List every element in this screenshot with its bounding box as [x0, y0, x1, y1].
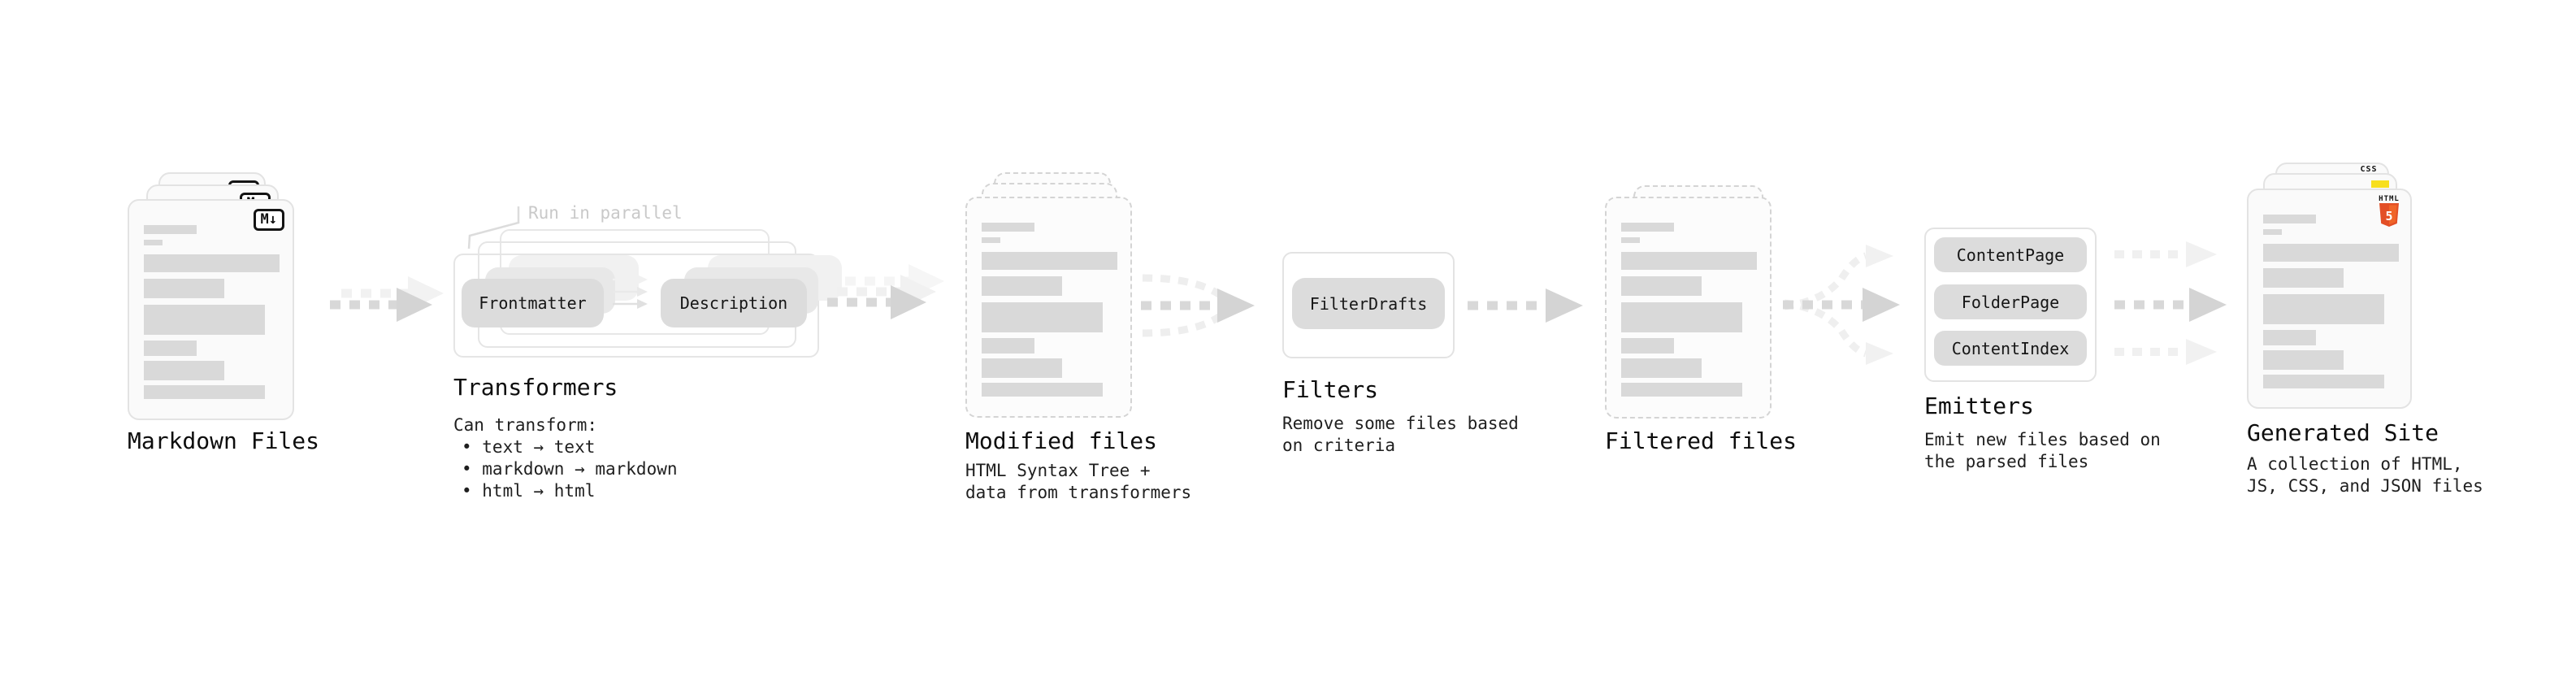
- doc-placeholder-bar: [982, 237, 1000, 243]
- doc-placeholder-bar: [1621, 276, 1702, 296]
- filtered-files-label: Filtered files: [1605, 427, 1798, 454]
- doc-placeholder-bar: [982, 383, 1103, 397]
- doc-placeholder-bar: [1621, 302, 1742, 332]
- doc-placeholder-lines: [1621, 223, 1757, 397]
- flow-arrow-filters-to-filtered: [1468, 288, 1583, 323]
- modified-file-card: [965, 197, 1132, 418]
- doc-placeholder-bar: [1621, 383, 1742, 397]
- js-icon: [2371, 180, 2389, 188]
- doc-placeholder-bar: [2263, 244, 2399, 262]
- transformer-description-pill: Description: [661, 279, 807, 327]
- flow-arrow-markdown-to-transformers: [330, 276, 444, 322]
- transformers-box: [453, 254, 819, 358]
- doc-placeholder-bar: [1621, 223, 1674, 232]
- modified-files-label: Modified files: [965, 427, 1158, 454]
- filters-label: Filters: [1282, 376, 1379, 403]
- doc-placeholder-bar: [982, 252, 1117, 270]
- doc-placeholder-bar: [144, 240, 163, 245]
- emitter-content-index-pill: ContentIndex: [1934, 331, 2087, 366]
- caption-line: Remove some files based: [1282, 414, 1519, 433]
- doc-placeholder-lines: [2263, 215, 2399, 388]
- html5-icon: HTML 5: [2379, 195, 2400, 231]
- caption-bullet: • markdown → markdown: [462, 459, 678, 479]
- flow-arrow-filtered-to-emitters: [1783, 245, 1900, 365]
- doc-placeholder-bar: [144, 385, 265, 399]
- markdown-file-card: M↓: [128, 199, 294, 420]
- html5-icon-label: HTML: [2379, 195, 2400, 203]
- filtered-file-card: [1605, 197, 1772, 419]
- transformers-caption: Can transform: • text → text • markdown …: [453, 414, 678, 502]
- generated-site-caption: A collection of HTML, JS, CSS, and JSON …: [2247, 453, 2483, 497]
- doc-placeholder-bar: [1621, 252, 1757, 270]
- transformer-frontmatter-pill: Frontmatter: [462, 279, 604, 327]
- doc-placeholder-bar: [144, 279, 224, 298]
- filters-caption: Remove some files based on criteria: [1282, 413, 1519, 457]
- modified-files-caption: HTML Syntax Tree + data from transformer…: [965, 460, 1191, 504]
- caption-line: data from transformers: [965, 483, 1192, 502]
- emitter-folder-page-pill: FolderPage: [1934, 284, 2087, 319]
- doc-placeholder-bar: [2263, 215, 2316, 223]
- doc-placeholder-bar: [144, 305, 265, 335]
- markdown-icon: M↓: [253, 209, 284, 231]
- doc-placeholder-bar: [2263, 268, 2344, 288]
- doc-placeholder-bar: [1621, 237, 1640, 243]
- caption-line: A collection of HTML,: [2247, 454, 2463, 474]
- doc-placeholder-lines: [144, 225, 280, 399]
- html5-shield: 5: [2379, 203, 2399, 227]
- doc-placeholder-bar: [982, 338, 1034, 354]
- flow-arrow-emitters-to-generated: [2114, 241, 2227, 365]
- doc-placeholder-bar: [1621, 358, 1702, 378]
- doc-placeholder-lines: [982, 223, 1117, 397]
- caption-line: HTML Syntax Tree +: [965, 461, 1151, 480]
- doc-placeholder-bar: [144, 340, 197, 356]
- doc-placeholder-bar: [2263, 330, 2316, 345]
- parallel-mini-arrows: [613, 275, 648, 309]
- filter-drafts-pill: FilterDrafts: [1292, 278, 1445, 329]
- generated-file-card-html: HTML 5: [2247, 189, 2412, 409]
- run-in-parallel-callout: Run in parallel: [528, 203, 683, 223]
- caption-line: the parsed files: [1924, 452, 2089, 471]
- emitters-label: Emitters: [1924, 393, 2034, 419]
- caption-bullet: • html → html: [462, 481, 596, 501]
- generated-site-label: Generated Site: [2247, 419, 2439, 446]
- caption-bullet: • text → text: [462, 437, 596, 457]
- doc-placeholder-bar: [982, 276, 1062, 296]
- markdown-files-label: Markdown Files: [128, 427, 320, 454]
- flow-arrow-modified-to-filters: [1141, 274, 1255, 337]
- callout-leader-line: [467, 206, 520, 249]
- doc-placeholder-bar: [982, 358, 1062, 378]
- doc-placeholder-bar: [2263, 350, 2344, 370]
- caption-line: Emit new files based on: [1924, 430, 2161, 449]
- doc-placeholder-bar: [144, 361, 224, 380]
- doc-placeholder-bar: [2263, 294, 2384, 324]
- transformers-label: Transformers: [453, 374, 618, 401]
- css-icon-label: CSS: [2360, 165, 2378, 174]
- doc-placeholder-bar: [2263, 229, 2282, 235]
- caption-line: JS, CSS, and JSON files: [2247, 476, 2483, 496]
- flow-arrow-transformers-to-modified: [827, 264, 944, 319]
- doc-placeholder-bar: [2263, 375, 2384, 388]
- emitter-content-page-pill: ContentPage: [1934, 237, 2087, 272]
- svg-text:5: 5: [2385, 209, 2392, 223]
- doc-placeholder-bar: [144, 225, 197, 234]
- doc-placeholder-bar: [144, 254, 280, 272]
- doc-placeholder-bar: [1621, 338, 1674, 354]
- doc-placeholder-bar: [982, 302, 1103, 332]
- caption-line: Can transform:: [453, 415, 598, 435]
- doc-placeholder-bar: [982, 223, 1034, 232]
- emitters-caption: Emit new files based on the parsed files: [1924, 429, 2161, 473]
- caption-line: on criteria: [1282, 436, 1396, 455]
